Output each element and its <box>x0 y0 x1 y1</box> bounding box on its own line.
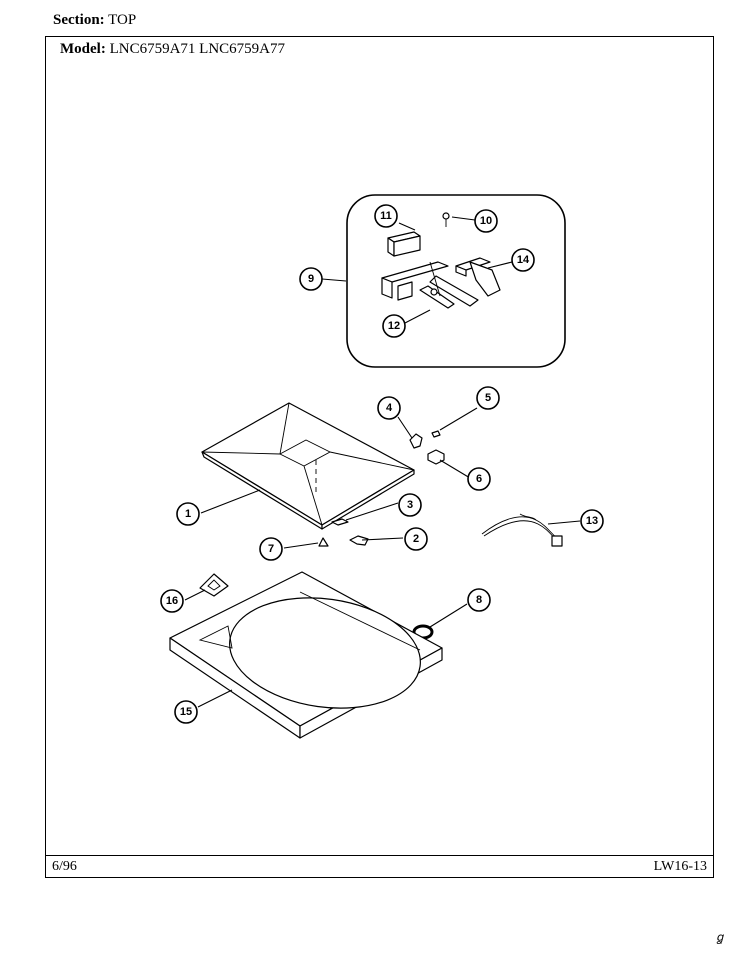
callout-12-label: 12 <box>388 320 400 332</box>
part-lid-bumper <box>427 449 445 465</box>
part-wire-harness <box>481 513 563 547</box>
callout-4-label: 4 <box>386 402 393 414</box>
part-hinge-clip <box>349 535 369 546</box>
callout-10: 10 <box>474 209 498 233</box>
callout-3: 3 <box>398 493 422 517</box>
part-lid <box>201 402 415 530</box>
callout-6: 6 <box>467 467 491 491</box>
callout-11-label: 11 <box>380 210 392 222</box>
callout-1-label: 1 <box>185 508 191 520</box>
callout-5: 5 <box>476 386 500 410</box>
callout-8-label: 8 <box>476 594 482 606</box>
callout-15-label: 15 <box>180 706 192 718</box>
callout-2-label: 2 <box>413 533 419 545</box>
callout-7: 7 <box>259 537 283 561</box>
callout-6-label: 6 <box>476 473 482 485</box>
callout-9: 9 <box>299 267 323 291</box>
callout-1: 1 <box>176 502 200 526</box>
part-bumper <box>318 537 329 547</box>
callout-2: 2 <box>404 527 428 551</box>
model-value: LNC6759A71 LNC6759A77 <box>109 41 285 57</box>
model-header: Model: LNC6759A71 LNC6759A77 <box>60 41 285 58</box>
section-header: Section: TOP <box>53 12 136 29</box>
footer-date: 6/96 <box>52 859 77 874</box>
part-hinge-pin <box>331 518 349 526</box>
diagram-frame: Model: LNC6759A71 LNC6759A77 6/96 LW16-1… <box>45 36 714 878</box>
callout-15: 15 <box>174 700 198 724</box>
part-actuator <box>455 257 501 297</box>
footer-doc-number: LW16-13 <box>653 859 707 874</box>
leader-lines <box>184 216 581 708</box>
callout-12: 12 <box>382 314 406 338</box>
part-dispenser <box>199 573 229 597</box>
switch-assembly-inset <box>346 194 566 368</box>
callout-16-label: 16 <box>166 595 178 607</box>
callout-5-label: 5 <box>485 392 491 404</box>
callout-4: 4 <box>377 396 401 420</box>
part-screw <box>442 212 450 227</box>
part-switch-block <box>387 231 421 257</box>
model-label: Model: <box>60 41 106 57</box>
callout-7-label: 7 <box>268 543 274 555</box>
callout-13-label: 13 <box>586 515 598 527</box>
callout-3-label: 3 <box>407 499 413 511</box>
callout-8: 8 <box>467 588 491 612</box>
section-value: TOP <box>108 12 137 28</box>
part-top-panel <box>169 571 443 739</box>
callout-11: 11 <box>374 204 398 228</box>
callout-14: 14 <box>511 248 535 272</box>
footer-divider <box>46 855 713 856</box>
part-lid-switch-pin <box>409 433 423 449</box>
corner-mark: ꬶ <box>716 930 724 944</box>
callout-10-label: 10 <box>480 215 492 227</box>
callout-13: 13 <box>580 509 604 533</box>
callout-16: 16 <box>160 589 184 613</box>
section-label: Section: <box>53 12 105 28</box>
part-lid-screw <box>431 430 441 438</box>
callout-14-label: 14 <box>517 254 530 266</box>
callout-9-label: 9 <box>308 273 314 285</box>
part-bracket <box>381 261 479 309</box>
